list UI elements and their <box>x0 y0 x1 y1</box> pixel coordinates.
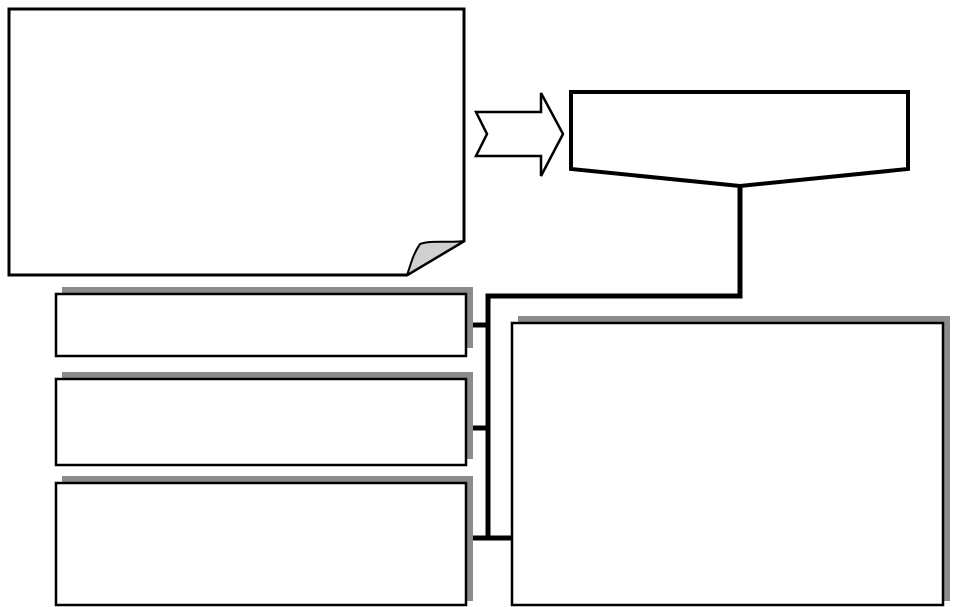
left-box-1 <box>54 287 473 358</box>
note-box <box>7 7 466 277</box>
right-arrow <box>473 92 565 177</box>
right-box-frame <box>510 321 945 607</box>
note-box-outline <box>7 7 466 277</box>
funnel-box <box>569 90 910 189</box>
left-box-2 <box>54 372 473 467</box>
funnel-box-outline <box>569 90 910 189</box>
left-box-2-frame <box>54 377 468 467</box>
left-box-3-frame <box>54 481 468 607</box>
connector-trunk <box>485 186 743 538</box>
left-box-1-frame <box>54 292 468 358</box>
right-box <box>510 316 950 607</box>
left-box-3 <box>54 476 473 607</box>
page-curl <box>406 240 465 276</box>
